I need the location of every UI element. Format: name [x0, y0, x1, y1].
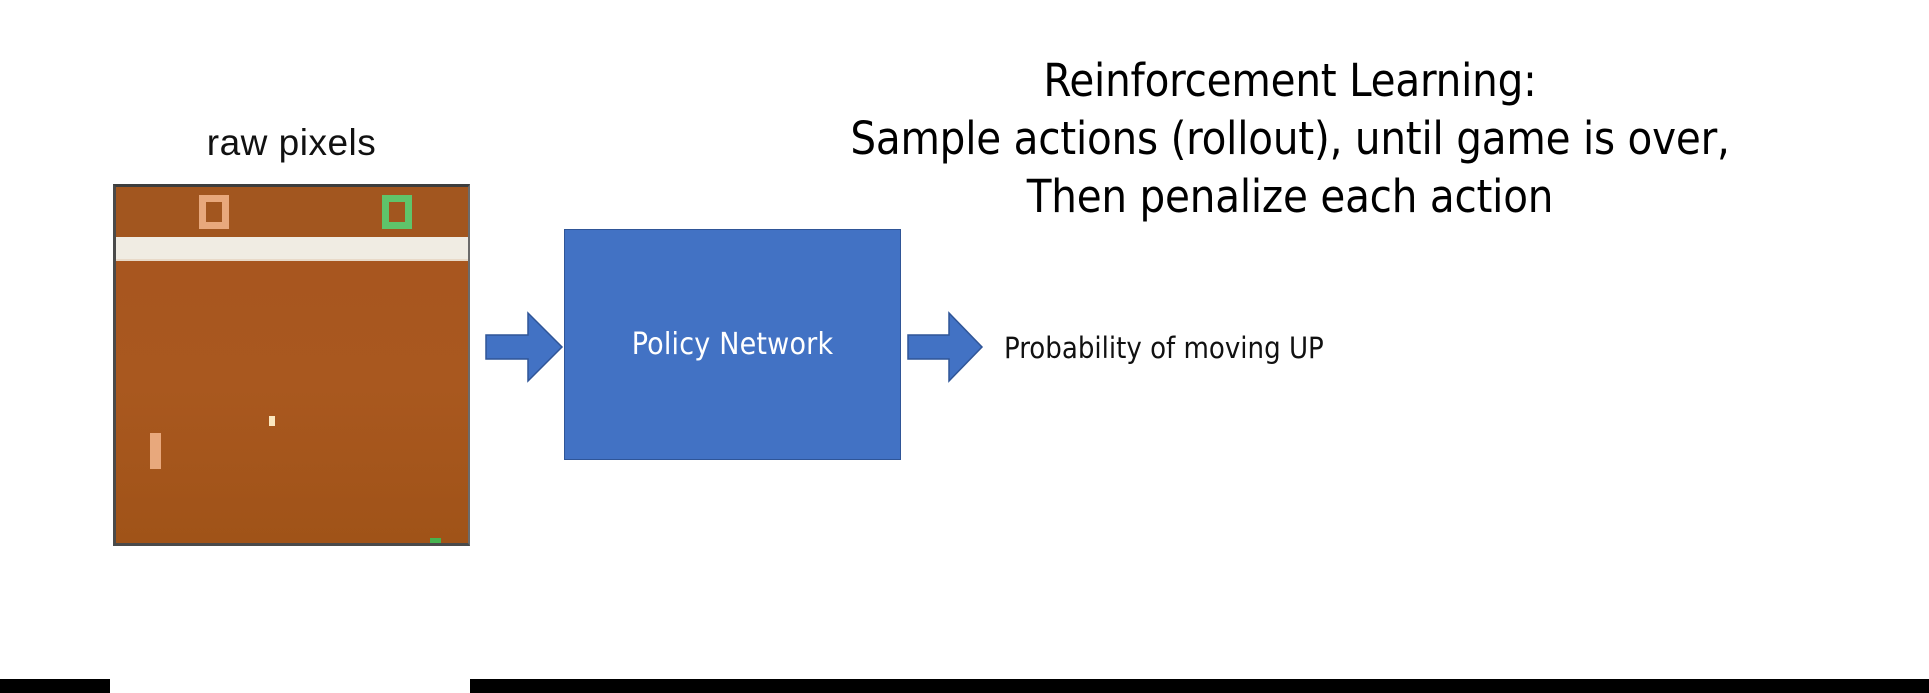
right-arrow-icon-input — [485, 311, 564, 383]
policy-network-label: Policy Network — [631, 327, 834, 362]
title-line-3: Then penalize each action — [1026, 170, 1554, 223]
pong-divider-stripe — [116, 237, 468, 261]
pong-paddle-right — [430, 538, 441, 543]
raw-pixels-caption: raw pixels — [206, 122, 377, 163]
title-line-1: Reinforcement Learning: — [1043, 54, 1537, 107]
pong-score-right — [382, 195, 412, 229]
pong-ball — [269, 416, 275, 426]
output-label: Probability of moving UP — [1004, 331, 1324, 365]
pong-paddle-left — [150, 433, 161, 469]
footer-bar-right — [470, 679, 1929, 693]
footer-bar-left — [0, 679, 110, 693]
pong-game-screenshot — [113, 184, 470, 546]
right-arrow-icon-output — [907, 311, 984, 383]
pong-score-left — [199, 195, 229, 229]
pong-score-band — [116, 187, 468, 237]
policy-network-box: Policy Network — [564, 229, 901, 460]
page-title: Reinforcement Learning: Sample actions (… — [690, 52, 1890, 226]
title-line-2: Sample actions (rollout), until game is … — [850, 112, 1730, 165]
pong-playfield — [116, 261, 468, 543]
